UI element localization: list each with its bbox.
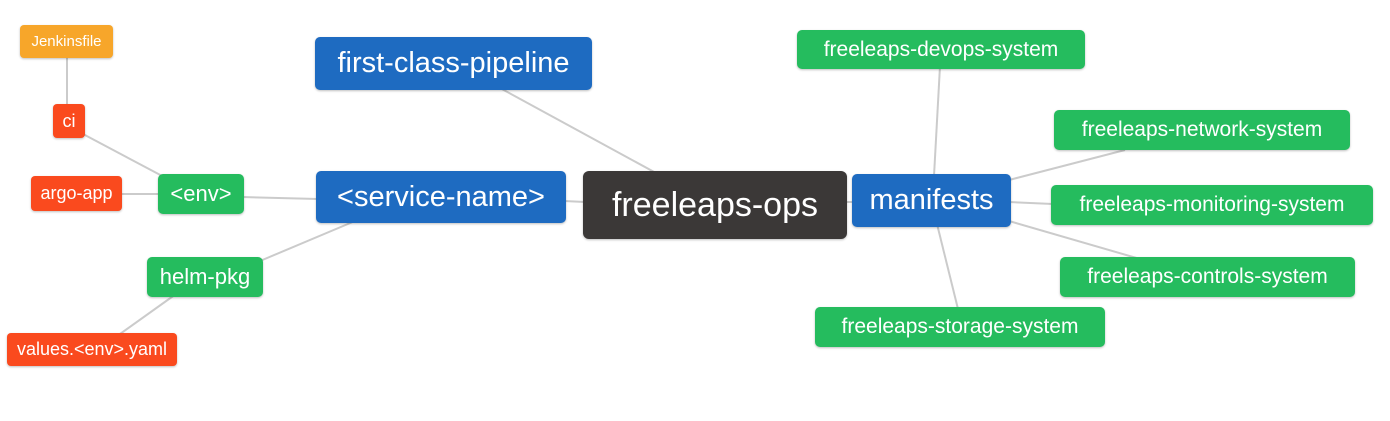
node-jenkinsfile[interactable]: Jenkinsfile bbox=[20, 25, 113, 58]
node-first-class-pipeline[interactable]: first-class-pipeline bbox=[315, 37, 592, 90]
edge-manifests-network-system bbox=[1008, 149, 1126, 181]
node-service-name[interactable]: <service-name> bbox=[316, 171, 566, 223]
edge-manifests-devops-system bbox=[933, 65, 941, 177]
node-freeleaps-ops[interactable]: freeleaps-ops bbox=[583, 171, 847, 239]
node-argo-app[interactable]: argo-app bbox=[31, 176, 122, 211]
edge-manifests-controls-system bbox=[1008, 220, 1141, 260]
node-freeleaps-controls-system[interactable]: freeleaps-controls-system bbox=[1060, 257, 1355, 297]
node-ci[interactable]: ci bbox=[53, 104, 85, 138]
edge-ci-env bbox=[82, 133, 167, 179]
edge-values-env-yaml-helm-pkg bbox=[119, 293, 177, 335]
node-env[interactable]: <env> bbox=[158, 174, 244, 214]
edge-service-name-freeleaps-ops bbox=[563, 200, 586, 203]
node-values-env-yaml[interactable]: values.<env>.yaml bbox=[7, 333, 177, 366]
node-freeleaps-storage-system[interactable]: freeleaps-storage-system bbox=[815, 307, 1105, 347]
edge-first-class-pipeline-freeleaps-ops bbox=[499, 87, 657, 174]
edge-manifests-storage-system bbox=[936, 223, 959, 310]
node-helm-pkg[interactable]: helm-pkg bbox=[147, 257, 263, 297]
node-freeleaps-devops-system[interactable]: freeleaps-devops-system bbox=[797, 30, 1085, 69]
edge-manifests-monitoring-system bbox=[1008, 201, 1054, 205]
node-manifests[interactable]: manifests bbox=[852, 174, 1011, 227]
edge-service-name-helm-pkg bbox=[259, 220, 356, 262]
node-freeleaps-network-system[interactable]: freeleaps-network-system bbox=[1054, 110, 1350, 150]
edge-env-service-name bbox=[241, 196, 319, 200]
node-freeleaps-monitoring-system[interactable]: freeleaps-monitoring-system bbox=[1051, 185, 1373, 225]
